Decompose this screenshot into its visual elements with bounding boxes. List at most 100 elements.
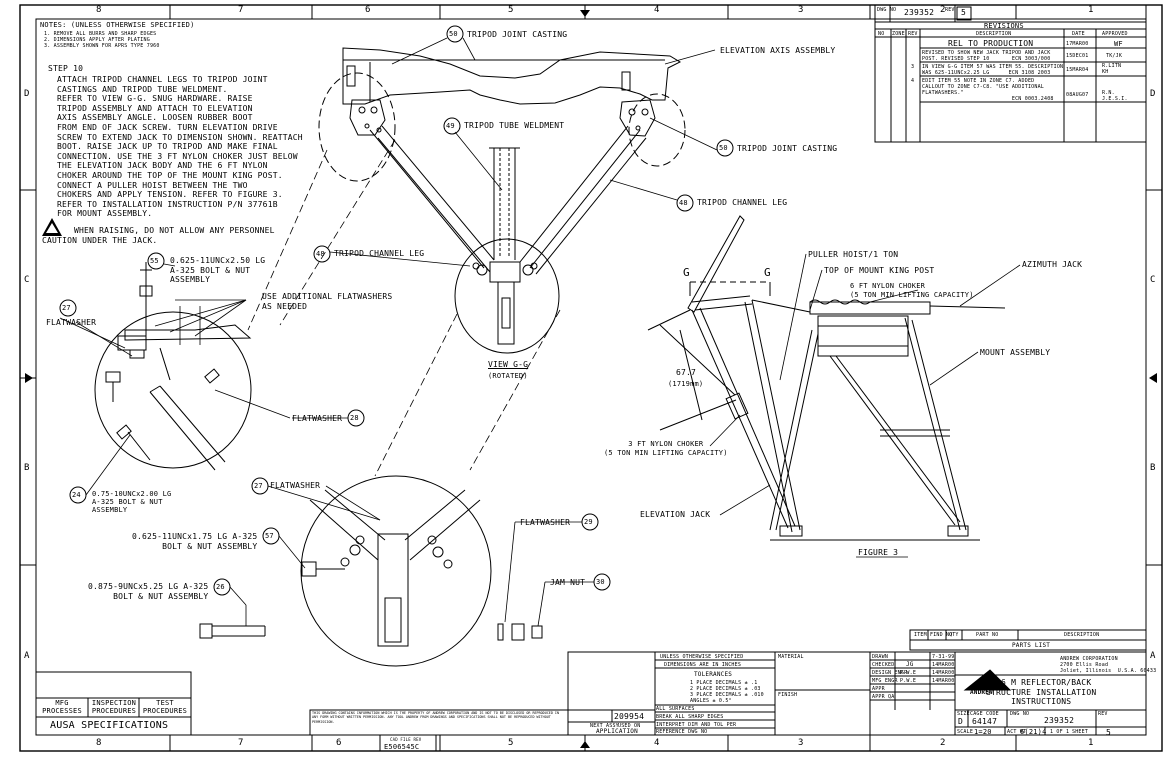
callout-24-label: 0.75-10UNCx2.00 LG A-325 BOLT & NUT ASSE… [92,490,172,514]
tol-title: TOLERANCES [694,671,733,678]
role-drawn: DRAWN [872,654,889,660]
date-mfg: 14MAR00 [932,678,955,684]
zone-bottom-6: 6 [336,738,342,748]
parts-col-desc: DESCRIPTION [1064,632,1100,638]
callout-57-num: 57 [265,532,274,540]
spec-test: TEST PROCEDURES [142,699,188,715]
scale-label: SCALE [957,729,974,735]
flatwashers-note: USE ADDITIONAL FLATWASHERS AS NEEDED [262,292,393,311]
cad-label: CAD FILE REV [390,737,422,742]
zone-bottom-2: 2 [940,738,946,748]
section-g-right: G [764,266,771,279]
zone-top-7: 7 [238,5,244,15]
size-label: SIZE [957,711,970,717]
rev-row-1-appr: WF [1114,40,1123,48]
rev-h-date: DATE [1072,31,1085,37]
tol-ref: REFERENCE DWG NO [656,729,708,735]
zone-bottom-4: 4 [654,738,660,748]
parts-col-qty: QTY [949,632,959,638]
proprietary-notice: THIS DRAWING CONTAINS INFORMATION WHICH … [312,711,560,724]
zone-bottom-7: 7 [238,738,244,748]
rev-dwgno: 239352 [904,8,935,17]
callout-49-label: TRIPOD TUBE WELDMENT [464,121,565,130]
rev-h-zone: ZONE [892,31,905,37]
spec-insp: INSPECTION PROCEDURES [91,699,137,715]
tol-break: BREAK ALL SHARP EDGES [656,714,724,720]
section-g-left: G [683,266,690,279]
rev-value: 5 [1106,728,1112,737]
callout-50-num: 50 [449,30,458,38]
finish-label: FINISH [778,692,798,698]
azimuth-jack-label: AZIMUTH JACK [1022,260,1083,269]
size-value: D [958,717,964,726]
role-design: DESIGN ENGR [872,670,908,676]
rev-row-3-appr: R.LITN KH [1102,63,1122,75]
rev-rev-label: REV [945,7,955,13]
callout-28-num: 28 [350,414,359,422]
callout-27b-label: FLATWASHER [270,481,321,490]
zone-side-a-left: A [24,651,30,661]
role-checked: CHECKED [872,662,895,668]
next-assy-label: NEXT ASSY [590,723,619,729]
role-apprqa: APPR QA [872,694,895,700]
zone-top-8: 8 [96,5,102,15]
rev-row-3-rev: 3 [911,64,915,70]
dwg-label: DWG NO [1010,711,1030,717]
rev-row-4-date: 08AUG07 [1066,92,1089,98]
role-appr: APPR [872,686,885,692]
parts-col-item: ITEM [914,632,927,638]
company-name: ANDREW CORPORATION [1060,656,1118,662]
scale-value: 1=20 [974,728,992,736]
callout-48b-num: 48 [316,250,325,258]
zone-top-3: 3 [798,5,804,15]
cage-label: CAGE CODE [970,711,999,717]
tol-all-surfaces: ALL SURFACES [656,706,695,712]
drawing-title: 5.6 M REFLECTOR/BACK STRUCTURE INSTALLAT… [986,678,1097,707]
callout-27a-label: FLATWASHER [46,318,97,327]
rev-h-rev: REV [908,31,918,37]
next-assy-value: 209954 [614,712,645,721]
rev-dwgno-label: DWG NO [877,7,897,13]
note-2: 2. DIMENSIONS APPLY AFTER PLATING [44,37,150,43]
application-label: APPLICATION [596,728,638,735]
callout-28-label: FLATWASHER [292,414,343,423]
rev-h-desc: DESCRIPTION [976,31,1012,37]
callout-48b-label: TRIPOD CHANNEL LEG [334,249,425,258]
zone-bottom-3: 3 [798,738,804,748]
warning-text: WHEN RAISING, DO NOT ALLOW ANY PERSONNEL… [42,226,275,245]
zone-bottom-8: 8 [96,738,102,748]
parts-col-partno: PART NO [976,632,999,638]
dim-value: 67.7 [676,368,697,377]
company-logo: ANDREW [970,689,993,696]
callout-55-num: 55 [150,257,159,265]
elevation-jack-label: ELEVATION JACK [640,510,711,519]
zone-top-5: 5 [508,5,514,15]
rev-row-4-desc: EDIT ITEM 55 NOTE IN ZONE C7. ADDED CALL… [922,78,1054,102]
zone-side-b-right: B [1150,463,1156,473]
weight-label: ACT WT [1007,729,1027,735]
revisions-title: REVISIONS [984,22,1024,30]
parts-col-find: FIND NO [930,632,953,638]
spec-ausa: AUSA SPECIFICATIONS [50,720,169,731]
rev-row-2-desc: REVISED TO SHOW NEW JACK TRIPOD AND JACK… [922,50,1051,62]
sheet-label: SHEET [1072,729,1089,735]
callout-24-num: 24 [72,491,81,499]
choker-6ft-label: 6 FT NYLON CHOKER (5 TON MIN LIFTING CAP… [850,282,974,299]
rev-h-no: NO [878,31,885,37]
view-sub: (ROTATED) [488,372,528,380]
king-post-label: TOP OF MOUNT KING POST [824,266,935,275]
note-1: 1. REMOVE ALL BURRS AND SHARP EDGES [44,31,157,37]
zone-bottom-5: 5 [508,738,514,748]
cad-value: E506545C [384,743,420,751]
date-design: 14MAR00 [932,670,955,676]
rev-label: REV [1098,711,1108,717]
callout-30-label: JAM NUT [550,578,586,587]
callout-50b-label: TRIPOD JOINT CASTING [737,144,838,153]
tol-head2: DIMENSIONS ARE IN INCHES [664,662,742,668]
spec-mfg: MFG PROCESSES [42,699,82,715]
rev-row-3-desc: IN VIEW G-G ITEM 57 WAS ITEM 55. DESCRIP… [922,64,1064,76]
rev-row-1-desc: REL TO PRODUCTION [948,39,1034,48]
rev-row-3-date: 15MAR04 [1066,67,1089,73]
zone-top-6: 6 [365,5,371,15]
